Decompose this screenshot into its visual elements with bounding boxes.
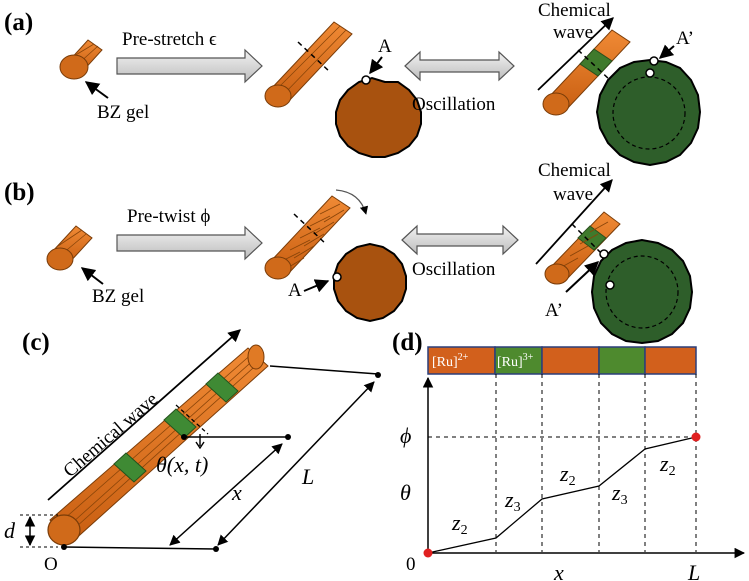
point-a-prime-label-b: A’: [545, 300, 563, 321]
end-point: [691, 432, 701, 442]
point-a-prime-marker-b: [599, 249, 609, 259]
x-axis-label: x: [553, 560, 564, 581]
point-a-prime-pointer: [658, 44, 675, 59]
svg-text:[Ru]3+: [Ru]3+: [497, 352, 534, 370]
segment-label-2: z3: [504, 487, 521, 515]
origin-label: O: [44, 554, 58, 575]
point-a-label: A: [378, 36, 392, 57]
theta-curve: [427, 436, 697, 554]
theta-label-c: θ(x, t): [156, 452, 208, 477]
chemical-label-b: Chemical: [538, 160, 611, 181]
ru-band-strip: [Ru]2+ [Ru]3+: [427, 346, 697, 375]
point-a-prime-label: A’: [676, 28, 694, 49]
pre-stretch-arrow: [116, 48, 263, 84]
pre-twist-label: Pre-twist ϕ: [127, 206, 210, 227]
bz-gel-small-b: [46, 225, 93, 271]
zero-tick-label: 0: [406, 554, 416, 575]
twisted-gel-b: [264, 189, 369, 280]
phi-tick-label: ϕ: [400, 423, 411, 448]
point-a-marker: [361, 75, 371, 85]
oscillation-double-arrow-b: [401, 224, 519, 256]
wave-label-a: wave: [553, 22, 593, 43]
x-label-c: x: [231, 480, 242, 505]
long-rod: [47, 344, 269, 546]
L-label-c: L: [301, 464, 314, 489]
panel-d-label: (d): [392, 329, 423, 356]
y-axis-label: θ: [400, 480, 411, 505]
panel-a: (a) BZ gel Pre-stretch ϵ A Oscillation C…: [4, 0, 702, 167]
panel-d: (d) [Ru]2+ [Ru]3+ θ ϕ 0 x L z2: [392, 329, 746, 581]
segment-label-5: z2: [659, 451, 676, 479]
gel-pointer-arrow-a: [84, 81, 109, 99]
oscillation-label-b: Oscillation: [412, 259, 496, 280]
point-a-prime-marker: [645, 68, 655, 78]
oscillation-label-a: Oscillation: [412, 94, 496, 115]
chemical-wave-arrow-b: [535, 179, 613, 265]
oscillation-double-arrow-a: [404, 50, 515, 82]
wave-gel-a: [542, 29, 631, 116]
segment-label-1: z2: [451, 510, 468, 538]
point-a-label-b: A: [288, 280, 302, 301]
point-a-marker-b: [332, 272, 342, 282]
point-a-pointer-b: [303, 279, 330, 293]
panel-b-label: (b): [4, 179, 35, 206]
L-tick-label: L: [687, 560, 700, 581]
gel-label-a: BZ gel: [97, 102, 149, 123]
svg-text:[Ru]2+: [Ru]2+: [432, 352, 469, 370]
cross-section-reduced-b: [333, 242, 407, 323]
segment-label-4: z3: [611, 480, 628, 508]
bz-gel-small-a: [59, 39, 103, 80]
chemical-wave-arrow-c: [47, 329, 241, 501]
panel-b: (b) BZ gel Pre-twist ϕ A Oscillation Che…: [4, 160, 694, 345]
gel-pointer-arrow-b: [80, 267, 104, 285]
wave-label-b: wave: [553, 184, 593, 205]
gel-label-b: BZ gel: [92, 286, 144, 307]
d-label: d: [4, 518, 16, 543]
chemical-wave-arrow-a: [537, 17, 614, 91]
panel-a-label: (a): [4, 9, 33, 36]
wave-gel-b: [544, 211, 621, 285]
point-a-prime-pointer-b: [565, 261, 600, 293]
chemical-label-a: Chemical: [538, 0, 611, 21]
pre-stretch-label: Pre-stretch ϵ: [122, 29, 217, 50]
cross-section-reduced-a: [335, 76, 422, 158]
panel-c-label: (c): [22, 329, 50, 356]
point-a-pointer: [369, 56, 384, 75]
band-ru2: [427, 346, 496, 375]
stretched-gel-a: [264, 21, 353, 108]
pre-twist-arrow: [116, 225, 263, 261]
L-dimension-arrow: [217, 381, 375, 546]
start-point: [423, 548, 433, 558]
segment-label-3: z2: [559, 461, 576, 489]
panel-c: (c) Chemical wave θ(x, t) x L: [4, 329, 381, 575]
